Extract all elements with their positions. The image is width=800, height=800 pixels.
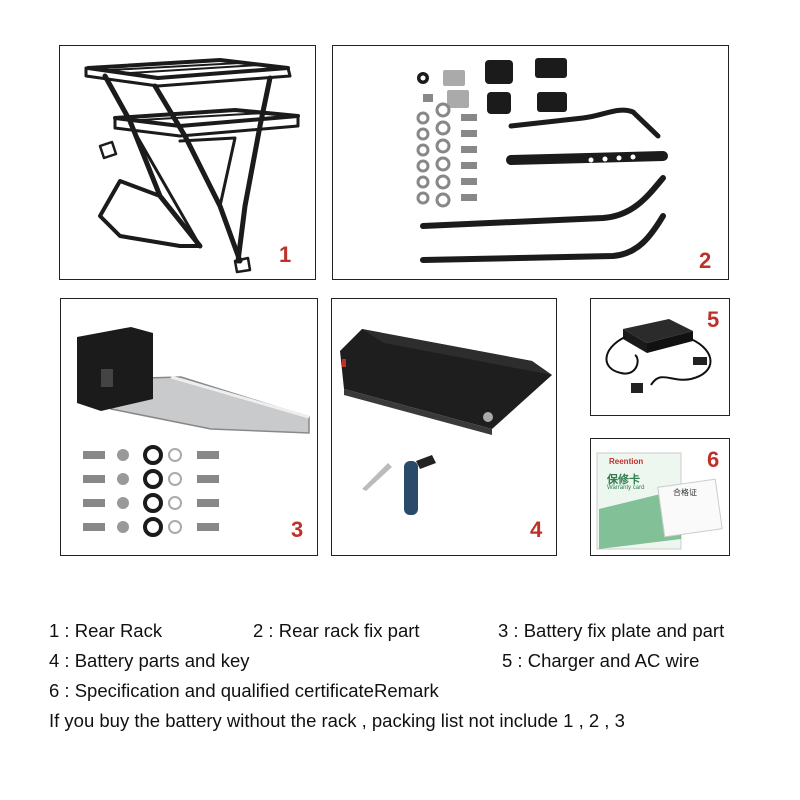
panel-battery-fix-plate: 3 (60, 298, 318, 556)
battery-and-key-image (340, 329, 552, 515)
panel-rear-rack: 1 (59, 45, 316, 280)
panel-charger: 5 (590, 298, 730, 416)
legend-item-6: 6 : Specification and qualified certific… (49, 680, 439, 701)
certificate-title: 合格证 (673, 488, 697, 497)
panel-number: 6 (707, 447, 720, 472)
panel-battery-and-key: 4 (331, 298, 557, 556)
panel-number: 1 (279, 242, 292, 267)
legend-item-5: 5 : Charger and AC wire (502, 650, 700, 671)
rack-fix-parts-image (416, 58, 668, 263)
panel-number: 5 (707, 307, 720, 332)
rear-rack-image (84, 58, 300, 274)
battery-fix-plate-image (77, 327, 310, 537)
legend-item-3: 3 : Battery fix plate and part (498, 620, 725, 641)
legend-note: If you buy the battery without the rack … (49, 710, 625, 731)
warranty-card-title-cn: 保修卡 (607, 474, 640, 486)
warranty-card-image (596, 452, 723, 550)
charger-image (605, 319, 712, 393)
panel-number: 4 (530, 517, 543, 542)
panel-number: 3 (291, 517, 304, 542)
legend-item-1: 1 : Rear Rack (49, 620, 163, 641)
warranty-card-brand: Reention (609, 457, 644, 466)
warranty-card-title-en: Warranty card (607, 485, 645, 491)
panel-number: 2 (699, 248, 712, 273)
panel-warranty-card: Reention 保修卡 Warranty card 合格证 6 (590, 438, 730, 556)
legend-item-4: 4 : Battery parts and key (49, 650, 250, 671)
panel-rack-fix-parts: 2 (332, 45, 729, 280)
legend-item-2: 2 : Rear rack fix part (253, 620, 420, 641)
